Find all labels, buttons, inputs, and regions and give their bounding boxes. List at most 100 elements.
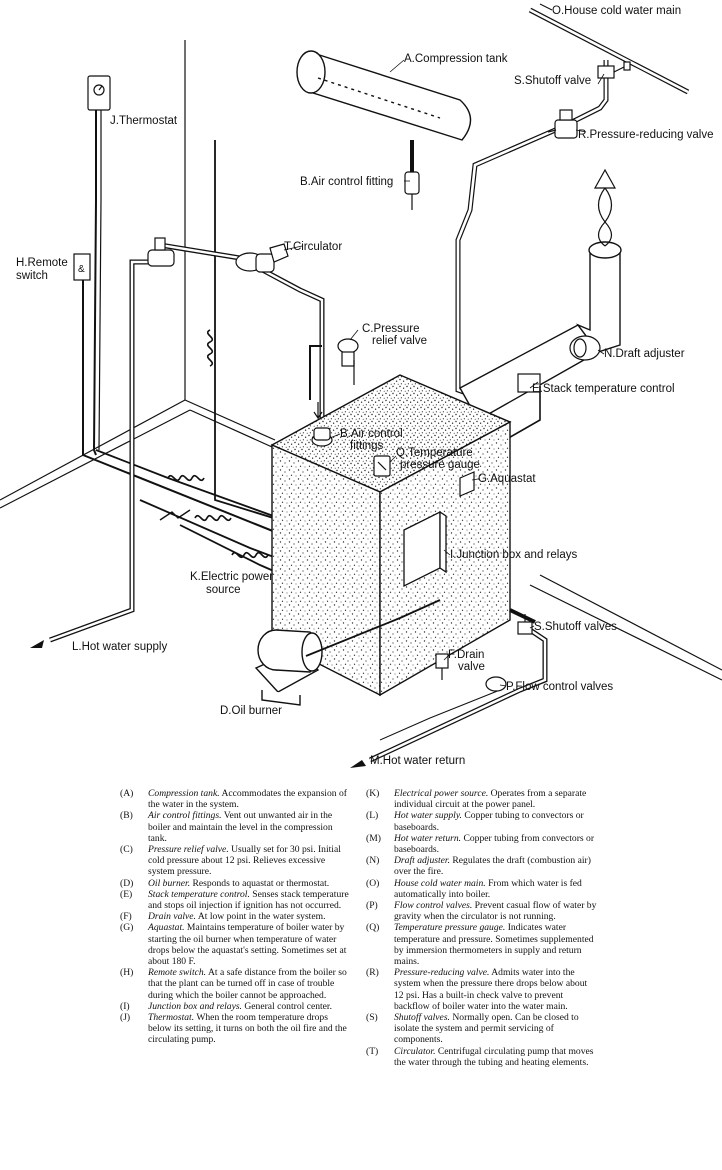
label-K2: source (206, 584, 241, 596)
legend-description: Draft adjuster. Regulates the draft (com… (394, 855, 598, 877)
legend-term: Hot water supply. (394, 810, 462, 822)
legend-term: Hot water return. (394, 832, 462, 844)
hot-water-supply-arrow-icon (30, 640, 44, 648)
legend-entry: (E) Stack temperature control. Senses sta… (120, 889, 352, 911)
label-Q1: Q.Temperature (396, 447, 473, 459)
legend-key: (M) (366, 832, 381, 844)
legend-key: (J) (120, 1012, 131, 1024)
legend-entry: (O)House cold water main. From which wat… (366, 878, 598, 900)
legend-term: Remote switch. (148, 967, 207, 979)
drain-valve-icon (435, 653, 449, 680)
power-arrow-icon (159, 509, 191, 521)
label-H2: switch (16, 270, 48, 282)
smoke-plume-icon (593, 168, 617, 247)
legend-key: (S) (366, 1012, 378, 1024)
legend-term: House cold water main. (394, 877, 486, 889)
hot-water-return-pipe (369, 629, 547, 762)
legend-text: Accommodates the expansion of the water … (148, 788, 347, 811)
legend-text: Regulates the draft (combustion air) ove… (394, 855, 591, 878)
legend-entry: (N)Draft adjuster. Regulates the draft (… (366, 855, 598, 877)
label-J: J.Thermostat (110, 115, 178, 127)
legend-description: House cold water main. From which water … (394, 878, 598, 900)
air-control-fittings-top-icon (311, 427, 333, 447)
label-B-mid1: B.Air control (340, 428, 403, 440)
legend-text: When the room temperature drops below it… (148, 1012, 347, 1046)
legend-term: Stack temperature control. (148, 888, 250, 900)
boiler-system-diagram: & (0, 3, 722, 768)
legend-text: Senses stack temperature and stops oil i… (148, 888, 349, 912)
legend-description: Pressure-reducing valve. Admits water in… (394, 967, 598, 1012)
legend-entry: (C)Pressure relief valve. Usually set fo… (120, 844, 352, 878)
room-walls (0, 40, 722, 681)
legend-entry: (Q)Temperature pressure gauge. Indicates… (366, 922, 598, 967)
legend-term: Junction box and relays. (148, 1000, 242, 1012)
legend-key: (B) (120, 810, 133, 822)
legend-description: Aquastat. Maintains temperature of boile… (148, 922, 352, 967)
legend-text: Usually set for 30 psi. Initial cold pre… (148, 844, 341, 878)
legend-term: Draft adjuster. (394, 855, 450, 867)
burner-wire (305, 599, 441, 657)
labels: O.House cold water main A.Compression ta… (16, 5, 714, 767)
legend-description: Hot water supply. Copper tubing to conve… (394, 810, 598, 832)
legend-description: Thermostat. When the room temperature dr… (148, 1012, 352, 1046)
legend-description: Remote switch. At a safe distance from t… (148, 967, 352, 1001)
legend-entry: (G) Aquastat. Maintains temperature of bo… (120, 922, 352, 967)
label-E: E.Stack temperature control (532, 383, 675, 395)
legend-key: (G) (120, 922, 134, 934)
legend-key: (L) (366, 810, 379, 822)
legend-text: From which water is fed automatically in… (394, 877, 582, 900)
pressure-relief-valve-icon (337, 338, 359, 385)
label-A: A.Compression tank (404, 53, 508, 65)
label-O: O.House cold water main (552, 5, 681, 17)
label-L: L.Hot water supply (72, 641, 167, 653)
legend-left-column: (A)Compression tank. Accommodates the ex… (120, 788, 352, 1046)
label-T: T.Circulator (284, 241, 342, 253)
legend-text: Operates from a separate individual circ… (394, 788, 587, 811)
label-C1: C.Pressure (362, 323, 420, 335)
hot-water-supply-pipe (49, 259, 160, 643)
legend-term: Compression tank. (148, 788, 220, 799)
legend-description: Air control fittings. Vent out unwanted … (148, 810, 352, 844)
hot-water-return-arrow-icon (350, 760, 366, 768)
legend-entry: (D)Oil burner. Responds to aquastat or t… (120, 878, 352, 889)
legend-text: Centrifugal circulating pump that moves … (394, 1045, 594, 1068)
legend-description: Temperature pressure gauge. Indicates wa… (394, 922, 598, 967)
legend-description: Oil burner. Responds to aquastat or ther… (148, 878, 352, 889)
legend-entry: (F)Drain valve. At low point in the wate… (120, 911, 352, 922)
legend-key: (E) (120, 888, 133, 900)
label-B-mid2: fittings (350, 440, 383, 452)
legend-term: Pressure relief valve. (148, 844, 229, 856)
air-control-fitting-left (147, 237, 175, 267)
label-S-bottom: S.Shutoff valves (534, 621, 617, 633)
legend-term: Temperature pressure gauge. (394, 922, 506, 934)
legend-description: Electrical power source. Operates from a… (394, 788, 598, 810)
shutoff-valve-top-icon (597, 61, 631, 79)
legend-term: Air control fittings. (148, 810, 222, 822)
legend-key: (K) (366, 788, 380, 799)
thermostat-wire (92, 110, 97, 456)
aquastat-icon (459, 471, 475, 497)
legend-description: Junction box and relays. General control… (148, 1001, 352, 1012)
legend-text: Copper tubing from convectors or baseboa… (394, 832, 595, 856)
legend-entry: (S)Shutoff valves. Normally open. Can be… (366, 1012, 598, 1046)
label-N: N.Draft adjuster (604, 348, 685, 360)
label-H1: H.Remote (16, 257, 68, 269)
legend-key: (I) (120, 1000, 130, 1012)
supply-loop-pipe (147, 242, 325, 440)
legend-entry: (P)Flow control valves. Prevent casual f… (366, 900, 598, 922)
oil-burner-icon (254, 629, 323, 706)
legend-term: Electrical power source. (394, 788, 489, 799)
legend-entry: (B) Air control fittings. Vent out unwant… (120, 810, 352, 844)
flow-control-valve-icon (485, 676, 507, 692)
legend-term: Thermostat. (148, 1012, 195, 1024)
legend-key: (F) (120, 911, 132, 923)
legend-term: Shutoff valves. (394, 1012, 450, 1024)
temperature-pressure-gauge-icon (373, 455, 391, 477)
legend-term: Oil burner. (148, 877, 191, 889)
thermostat-wire-2 (98, 110, 102, 451)
legend-right-column: (K) Electrical power source. Operates fro… (366, 788, 598, 1068)
legend-description: Pressure relief valve. Usually set for 3… (148, 844, 352, 878)
legend-entry: (L) Hot water supply. Copper tubing to co… (366, 810, 598, 832)
legend-text: At a safe distance from the boiler so th… (148, 967, 347, 1001)
draft-adjuster-icon (569, 335, 601, 361)
